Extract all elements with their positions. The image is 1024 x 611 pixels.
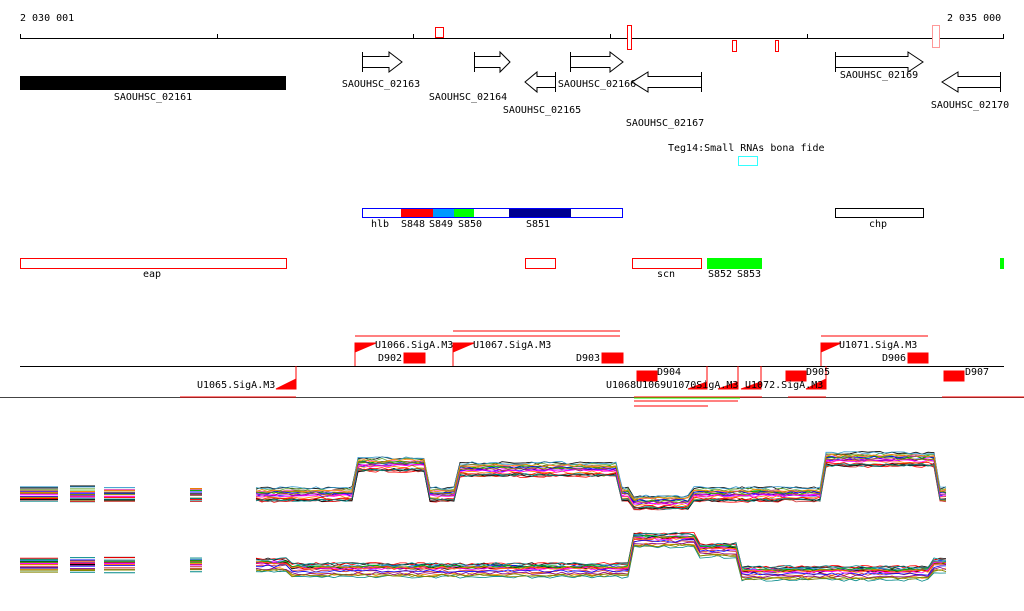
operon-s849[interactable]: [433, 209, 454, 217]
terminator-label[interactable]: D904: [657, 367, 682, 378]
operon-chp[interactable]: [835, 208, 924, 218]
expression-line: [255, 457, 947, 505]
operon-hlb[interactable]: [362, 208, 623, 218]
expression-line: [255, 451, 947, 498]
scale-tick: [807, 34, 808, 39]
gene-02163-arrow: [362, 50, 403, 74]
expression-line: [255, 461, 947, 509]
expression-line: [255, 536, 947, 574]
gene-label: SAOUHSC_02170: [930, 100, 1010, 111]
operon-s850[interactable]: [454, 209, 474, 217]
terminator-label[interactable]: D902: [378, 353, 403, 364]
gene-02164-arrow: [474, 50, 511, 74]
promoter-label[interactable]: U1065.SigA.M3: [197, 380, 276, 391]
gene-02169-arrow: [835, 51, 924, 73]
expression-line: [255, 539, 947, 576]
scale-tick: [413, 34, 414, 39]
small-rna-label: Teg14:Small RNAs bona fide: [668, 143, 825, 154]
expression-line: [255, 459, 947, 506]
terminator-label[interactable]: D906: [882, 353, 907, 364]
track-divider: [0, 397, 1024, 398]
marker[interactable]: [435, 27, 444, 38]
feature-label: S852: [708, 269, 733, 280]
gene-02161[interactable]: [20, 76, 286, 90]
scale-tick: [610, 34, 611, 39]
marker[interactable]: [932, 25, 940, 48]
scale-tick: [217, 34, 218, 39]
gene-02166-arrow: [570, 50, 624, 74]
scale-axis: [20, 38, 1004, 39]
operon-label: S850: [457, 219, 483, 230]
promoter-marks: [180, 330, 1024, 407]
gene-label: SAOUHSC_02167: [625, 118, 705, 129]
feature-box[interactable]: [525, 258, 556, 269]
operon-s848[interactable]: [401, 209, 433, 217]
promoter-label[interactable]: U1066.SigA.M3: [375, 340, 454, 351]
terminator-label[interactable]: D907: [965, 367, 990, 378]
feature-box[interactable]: [1000, 258, 1004, 269]
expression-line: [255, 543, 947, 581]
promoter-label[interactable]: U1071.SigA.M3: [839, 340, 918, 351]
feature-label: eap: [142, 269, 162, 280]
gene-arrows: [362, 50, 1001, 94]
marker[interactable]: [627, 25, 632, 50]
track-axis: [20, 366, 1004, 367]
gene-02167-arrow: [631, 71, 702, 93]
operon-label: S848: [400, 219, 426, 230]
gene-02170-arrow: [941, 71, 1001, 93]
operon-s851[interactable]: [509, 209, 571, 217]
scale-end: 2 035 000: [947, 13, 1002, 24]
promoter-label[interactable]: U1072.SigA.M3: [745, 380, 824, 391]
small-rna-box[interactable]: [738, 156, 758, 166]
scale-tick: [1003, 34, 1004, 39]
scale-tick: [20, 34, 21, 39]
expression-line: [255, 543, 947, 581]
marker[interactable]: [775, 40, 779, 52]
terminator-label[interactable]: D903: [576, 353, 601, 364]
feature-scn[interactable]: [632, 258, 702, 269]
gene-label: SAOUHSC_02163: [341, 79, 421, 90]
expression-line: [255, 453, 947, 501]
feature-label: S853: [737, 269, 762, 280]
gene-label: SAOUHSC_02161: [113, 92, 193, 103]
gene-label: SAOUHSC_02165: [502, 105, 582, 116]
marker[interactable]: [732, 40, 737, 52]
expression-line: [255, 532, 947, 569]
expression-line: [255, 539, 947, 576]
expression-line: [255, 463, 947, 510]
expression-line: [255, 456, 947, 504]
scale-start: 2 030 001: [20, 13, 75, 24]
promoter-label[interactable]: U1068U1069U1070SigA.M3: [606, 380, 739, 391]
expression-line: [255, 463, 947, 510]
terminator-label[interactable]: D905: [806, 367, 831, 378]
gene-02165-arrow: [524, 70, 556, 94]
operon-label: S849: [428, 219, 454, 230]
promoter-label[interactable]: U1067.SigA.M3: [473, 340, 552, 351]
feature-label: scn: [656, 269, 676, 280]
gene-label: SAOUHSC_02169: [839, 70, 919, 81]
feature-s852-s853[interactable]: [707, 258, 762, 269]
feature-eap[interactable]: [20, 258, 287, 269]
operon-label: S851: [525, 219, 551, 230]
gene-label: SAOUHSC_02164: [428, 92, 508, 103]
expression-line: [255, 536, 947, 573]
gene-label: SAOUHSC_02166: [557, 79, 637, 90]
operon-label: hlb: [370, 219, 390, 230]
operon-label: chp: [868, 219, 888, 230]
